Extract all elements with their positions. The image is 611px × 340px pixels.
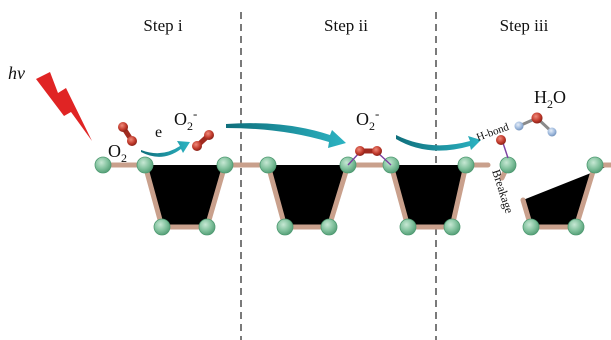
lattice-atom [567, 218, 585, 236]
lattice-atom [276, 218, 294, 236]
breakage-gap [510, 177, 524, 199]
lattice-atom [216, 156, 234, 174]
superoxide-molecule-2 [347, 146, 392, 166]
water-molecule [514, 112, 557, 137]
o2-molecule [118, 122, 137, 146]
breakage-label: Breakage [489, 168, 516, 215]
lattice-atom [198, 218, 216, 236]
migration-arrow [226, 123, 346, 148]
electron-label: e [155, 124, 162, 141]
transfer-arrow [396, 135, 481, 151]
superoxide-label-2: O2- [356, 106, 379, 133]
step-ii-label: Step ii [324, 16, 368, 35]
lattice-atom [443, 218, 461, 236]
step-iii-label: Step iii [500, 16, 549, 35]
o2-label: O2 [108, 141, 127, 165]
lattice-atom [457, 156, 475, 174]
lattice-atom [586, 156, 604, 174]
lattice-atom [399, 218, 417, 236]
lattice-atom [320, 218, 338, 236]
lattice-atom [136, 156, 154, 174]
lattice-bonds [100, 162, 611, 230]
superoxide-molecule-1 [192, 130, 214, 151]
adsorbed-oxygen-atom [496, 135, 509, 159]
electron-transfer-arrow [141, 141, 190, 157]
light-label: hv [8, 63, 25, 83]
lattice-atoms [94, 156, 604, 236]
lattice-atom [522, 218, 540, 236]
lattice-atom [259, 156, 277, 174]
step-i-label: Step i [143, 16, 182, 35]
water-label: H2O [534, 87, 566, 111]
lattice-atom [153, 218, 171, 236]
superoxide-label-1: O2- [174, 106, 197, 133]
lattice-atom [94, 156, 112, 174]
lightning-bolt-icon [36, 72, 92, 141]
